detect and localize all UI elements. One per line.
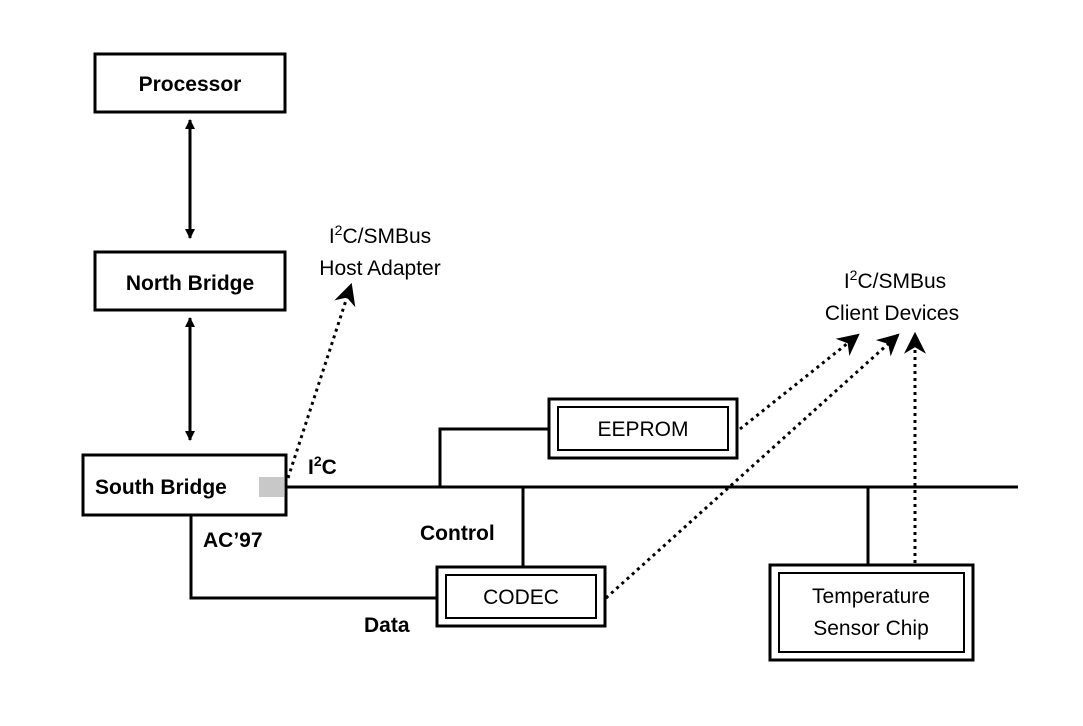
processor-box: Processor [93,52,287,114]
control-label: Control [420,522,495,545]
south-bridge-box: South Bridge [81,453,288,517]
eeprom-connection-line [438,427,549,487]
processor-label: Processor [139,73,242,96]
ac97-label: AC’97 [203,529,263,552]
i2c-port [259,477,284,497]
north-bridge-box: North Bridge [93,250,287,312]
host-adapter-dotted-arrow [286,282,356,479]
i2c-bus-label: I2C [308,453,337,479]
data-label: Data [364,614,410,637]
ac97-data-line [189,515,437,600]
temp-sensor-label-line2: Sensor Chip [813,617,929,640]
temp-sensor-box: Temperature Sensor Chip [768,563,975,662]
codec-label: CODEC [483,586,559,609]
client-devices-label-line1: I2C/SMBus [844,267,946,293]
eeprom-client-dotted-arrow [739,333,860,431]
host-adapter-label-line2: Host Adapter [319,257,440,280]
eeprom-label: EEPROM [597,418,688,441]
north-bridge-label: North Bridge [126,272,254,295]
host-adapter-label-line1: I2C/SMBus [329,222,431,248]
south-bridge-label: South Bridge [95,476,227,499]
codec-client-dotted-arrow [604,333,900,600]
temp-sensor-label-line1: Temperature [812,585,930,608]
codec-box: CODEC [435,565,607,628]
client-devices-label-line2: Client Devices [825,302,959,325]
eeprom-box: EEPROM [547,397,739,460]
